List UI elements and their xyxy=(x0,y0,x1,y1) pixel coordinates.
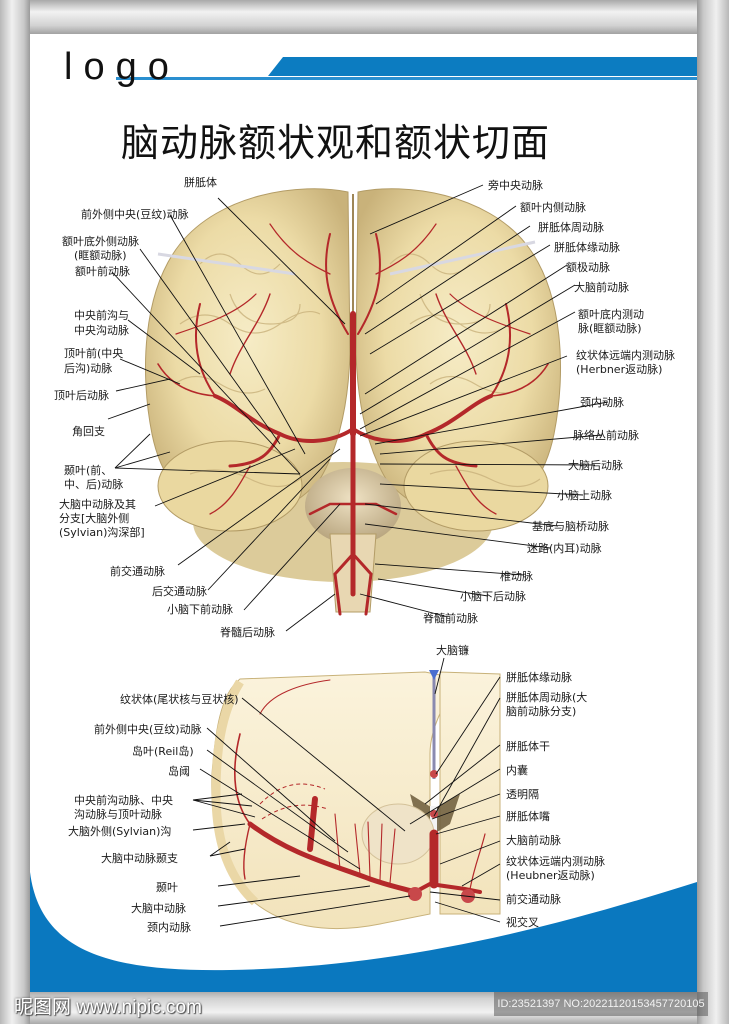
label-left-11: 中、后)动脉 xyxy=(64,478,124,491)
label-left-14: (Sylvian)沟深部] xyxy=(59,526,145,539)
label-right-7: 脉(眶额动脉) xyxy=(578,322,642,335)
label-right-3: 胼胝体缘动脉 xyxy=(554,241,620,254)
coronal-section xyxy=(192,657,501,930)
label-left-16: 后交通动脉 xyxy=(152,585,207,598)
label-left-13: 分支[大脑外侧 xyxy=(59,512,130,525)
label-left-4: 中央前沟与 xyxy=(74,309,129,322)
label-right-14: 基底与脑桥动脉 xyxy=(532,520,609,533)
label-lower-right-2: 脑前动脉分支) xyxy=(506,705,577,718)
label-right-16: 椎动脉 xyxy=(500,570,533,583)
page-title: 脑动脉额状观和额状切面 xyxy=(30,112,697,167)
frame-left-edge xyxy=(0,0,30,1024)
label-corpus-callosum: 胼胝体 xyxy=(184,176,217,189)
label-lower-left-3: 岛阈 xyxy=(168,765,190,778)
poster: logo 脑动脉额状观和额状切面 xyxy=(30,34,697,992)
watermark-site: 昵图网 www.nipic.com xyxy=(14,997,202,1018)
label-left-6: 顶叶前(中央 xyxy=(64,347,124,360)
label-lower-right-10: 前交通动脉 xyxy=(506,893,561,906)
label-lower-left-0: 纹状体(尾状核与豆状核) xyxy=(120,693,239,706)
label-lower-right-0: 胼胝体缘动脉 xyxy=(506,671,572,684)
label-right-2: 胼胝体周动脉 xyxy=(538,221,604,234)
watermark-id: ID:23521397 NO:20221120153457720105 xyxy=(494,992,708,1016)
label-lower-left-2: 岛叶(Reil岛) xyxy=(132,745,194,758)
page-title-text: 脑动脉额状观和额状切面 xyxy=(120,121,550,165)
label-left-8: 顶叶后动脉 xyxy=(54,389,109,402)
label-right-9: (Herbner返动脉) xyxy=(576,363,663,376)
label-lower-left-1: 前外侧中央(豆纹)动脉 xyxy=(94,723,202,736)
label-left-17: 小脑下前动脉 xyxy=(167,603,233,616)
label-left-1: 额叶底外侧动脉 xyxy=(62,235,139,248)
frontal-brain xyxy=(107,184,609,632)
label-left-12: 大脑中动脉及其 xyxy=(59,498,136,511)
label-lower-right-7: 大脑前动脉 xyxy=(506,834,561,847)
label-lower-left-5: 沟动脉与顶叶动脉 xyxy=(74,808,162,821)
footer-wave xyxy=(30,872,697,992)
header-accent-bar xyxy=(268,57,697,76)
label-left-9: 角回支 xyxy=(72,425,105,438)
label-left-3: 额叶前动脉 xyxy=(75,265,130,278)
label-lower-left-10: 颈内动脉 xyxy=(147,921,191,934)
label-right-8: 纹状体远端内测动脉 xyxy=(576,349,675,362)
label-lower-left-8: 颞叶 xyxy=(156,881,178,894)
label-right-11: 脉络丛前动脉 xyxy=(573,429,639,442)
label-lower-left-7: 大脑中动脉颞支 xyxy=(101,852,178,865)
label-lower-right-4: 内囊 xyxy=(506,764,528,777)
frame-right-edge xyxy=(697,0,729,1024)
label-left-0: 前外侧中央(豆纹)动脉 xyxy=(81,208,189,221)
label-right-15: 迷路(内耳)动脉 xyxy=(527,542,602,555)
label-lower-right-8: 纹状体远端内测动脉 xyxy=(506,855,605,868)
label-left-7: 后沟)动脉 xyxy=(64,362,113,375)
label-right-10: 颈内动脉 xyxy=(580,396,624,409)
label-lower-right-1: 胼胝体周动脉(大 xyxy=(506,691,588,704)
label-lower-right-3: 胼胝体干 xyxy=(506,740,550,753)
label-lower-right-9: (Heubner返动脉) xyxy=(506,869,595,882)
logo: logo xyxy=(64,46,180,88)
label-lower-left-9: 大脑中动脉 xyxy=(131,902,186,915)
label-left-10: 颞叶(前、 xyxy=(64,464,113,477)
label-left-15: 前交通动脉 xyxy=(110,565,165,578)
label-right-17: 小脑下后动脉 xyxy=(460,590,526,603)
label-right-12: 大脑后动脉 xyxy=(568,459,623,472)
label-falx-cerebri: 大脑镰 xyxy=(436,644,469,657)
label-lower-left-4: 中央前沟动脉、中央 xyxy=(74,794,173,807)
label-lower-right-5: 透明隔 xyxy=(506,788,539,801)
label-left-18: 脊髓后动脉 xyxy=(220,626,275,639)
label-lower-right-11: 视交叉 xyxy=(506,916,539,929)
label-right-4: 额极动脉 xyxy=(566,261,610,274)
label-right-18: 脊髓前动脉 xyxy=(423,612,478,625)
anatomy-illustration xyxy=(107,184,609,930)
label-right-1: 额叶内侧动脉 xyxy=(520,201,586,214)
label-right-6: 额叶底内测动 xyxy=(578,308,644,321)
label-lower-left-6: 大脑外侧(Sylvian)沟 xyxy=(68,825,172,838)
label-right-13: 小脑上动脉 xyxy=(557,489,612,502)
label-left-5: 中央沟动脉 xyxy=(74,324,129,337)
frame-top-edge xyxy=(0,0,729,34)
label-right-5: 大脑前动脉 xyxy=(574,281,629,294)
header-underline xyxy=(116,77,697,80)
label-left-2: (眶额动脉) xyxy=(74,249,127,262)
label-lower-right-6: 胼胝体嘴 xyxy=(506,810,550,823)
label-right-0: 旁中央动脉 xyxy=(488,179,543,192)
